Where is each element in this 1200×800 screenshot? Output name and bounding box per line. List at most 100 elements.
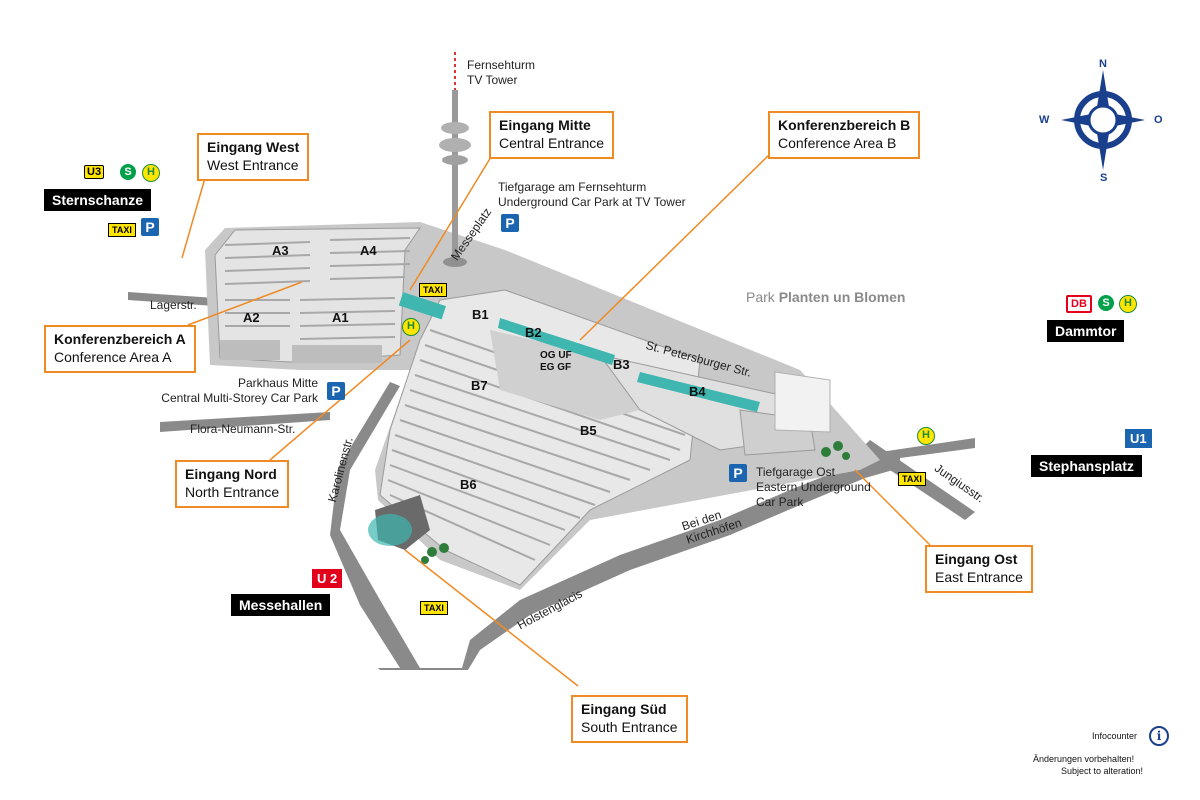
tv-tower-label: Fernsehturm TV Tower bbox=[467, 58, 535, 88]
compass-north-label: N bbox=[1099, 58, 1107, 70]
road-flora-neumann bbox=[160, 412, 330, 432]
callout-konf-b-de: Konferenzbereich B bbox=[778, 117, 911, 133]
road-holstenglacis bbox=[378, 455, 900, 670]
compass-rose-icon bbox=[1061, 70, 1145, 170]
street-lagerstr: Lagerstr. bbox=[150, 298, 197, 312]
callout-west-entrance[interactable]: Eingang West West Entrance bbox=[197, 133, 310, 181]
callout-conference-b[interactable]: Konferenzbereich B Conference Area B bbox=[768, 111, 921, 159]
leader-west bbox=[181, 177, 206, 259]
u3-line-icon: U3 bbox=[84, 165, 105, 179]
parking-icon[interactable]: P bbox=[327, 382, 345, 400]
park-planten-un-blomen-label: Park Planten un Blomen bbox=[746, 289, 905, 305]
station-messehallen[interactable]: Messehallen bbox=[231, 594, 331, 616]
parking-tv-de: Tiefgarage am Fernsehturm bbox=[498, 180, 647, 194]
station-dammtor[interactable]: Dammtor bbox=[1047, 320, 1125, 342]
infocounter-label: Infocounter bbox=[1092, 731, 1138, 741]
station-sternschanze[interactable]: Sternschanze bbox=[44, 189, 152, 211]
parking-icon[interactable]: P bbox=[501, 214, 519, 232]
callout-sued-de: Eingang Süd bbox=[581, 701, 667, 717]
road-lagerstr bbox=[128, 292, 215, 306]
s-bahn-icon: S bbox=[120, 164, 136, 180]
hall-b1-label: B1 bbox=[472, 307, 489, 322]
callout-north-entrance[interactable]: Eingang Nord North Entrance bbox=[175, 460, 290, 508]
parking-ost-en1: Eastern Underground bbox=[756, 480, 871, 494]
callout-sued-en: South Entrance bbox=[581, 718, 678, 735]
taxi-icon: TAXI bbox=[419, 283, 447, 297]
park-name: Planten un Blomen bbox=[778, 289, 906, 305]
callout-konf-b-en: Conference Area B bbox=[778, 134, 897, 151]
parking-tv-tower-label: Tiefgarage am Fernsehturm Underground Ca… bbox=[498, 180, 686, 210]
leader-sued bbox=[404, 549, 579, 687]
parking-icon: P bbox=[141, 218, 159, 236]
callout-east-entrance[interactable]: Eingang Ost East Entrance bbox=[925, 545, 1033, 593]
callout-leaders bbox=[181, 151, 931, 687]
leader-ost bbox=[854, 469, 931, 546]
bus-stop-icon: H bbox=[142, 164, 160, 182]
parking-ost-de: Tiefgarage Ost bbox=[756, 465, 835, 479]
taxi-icon: TAXI bbox=[898, 472, 926, 486]
bus-stop-icon: H bbox=[1119, 295, 1137, 313]
floor-ground-label: EG GF bbox=[540, 362, 572, 373]
hall-a3-label: A3 bbox=[272, 243, 289, 258]
tv-tower-label-en: TV Tower bbox=[467, 73, 518, 87]
hall-b4-label: B4 bbox=[689, 384, 706, 399]
park-prefix: Park bbox=[746, 289, 775, 305]
notice-de: Änderungen vorbehalten! bbox=[1033, 754, 1135, 764]
parking-ost-en2: Car Park bbox=[756, 495, 804, 509]
halls-a-block bbox=[214, 227, 421, 363]
u1-line-icon: U1 bbox=[1125, 429, 1152, 448]
parking-mitte-de: Parkhaus Mitte bbox=[237, 376, 318, 390]
hall-b6-label: B6 bbox=[460, 477, 477, 492]
tv-tower-label-de: Fernsehturm bbox=[467, 58, 536, 72]
street-flora-neumann: Flora-Neumann-Str. bbox=[190, 422, 296, 436]
callout-west-de: Eingang West bbox=[207, 139, 300, 155]
parking-tv-en: Underground Car Park at TV Tower bbox=[498, 195, 686, 209]
leader-mitte bbox=[409, 151, 495, 291]
road-east bbox=[860, 438, 975, 462]
parking-east-label: Tiefgarage Ost Eastern Underground Car P… bbox=[756, 465, 871, 510]
callout-nord-de: Eingang Nord bbox=[185, 466, 277, 482]
callout-konf-a-de: Konferenzbereich A bbox=[54, 331, 186, 347]
callout-conference-a[interactable]: Konferenzbereich A Conference Area A bbox=[44, 325, 196, 373]
compass-east-label: O bbox=[1154, 114, 1163, 126]
callout-mitte-en: Central Entrance bbox=[499, 134, 605, 151]
leader-nord bbox=[269, 339, 411, 461]
hall-b2-label: B2 bbox=[525, 325, 542, 340]
tv-tower bbox=[439, 52, 471, 267]
floor-upper-label: OG UF bbox=[540, 350, 572, 361]
bus-stop-icon: H bbox=[917, 427, 935, 445]
callout-ost-en: East Entrance bbox=[935, 568, 1023, 585]
callout-ost-de: Eingang Ost bbox=[935, 551, 1018, 567]
callout-south-entrance[interactable]: Eingang Süd South Entrance bbox=[571, 695, 688, 743]
info-icon[interactable]: i bbox=[1149, 726, 1169, 746]
parking-central-label: Parkhaus Mitte Central Multi-Storey Car … bbox=[150, 376, 318, 406]
s-bahn-icon: S bbox=[1098, 295, 1114, 311]
hall-a4-label: A4 bbox=[360, 243, 377, 258]
floor-labels: OG UF EG GF bbox=[540, 350, 572, 374]
callout-konf-a-en: Conference Area A bbox=[54, 348, 172, 365]
compass-west-label: W bbox=[1039, 114, 1050, 126]
road-karolinenstr bbox=[330, 382, 420, 668]
halls-b-block bbox=[368, 289, 831, 586]
u2-line-icon: U 2 bbox=[312, 569, 343, 588]
parking-icon[interactable]: P bbox=[729, 464, 747, 482]
notice-en: Subject to alteration! bbox=[1061, 766, 1144, 776]
taxi-icon: TAXI bbox=[108, 223, 136, 237]
hall-a2-label: A2 bbox=[243, 310, 260, 325]
trees bbox=[421, 441, 850, 564]
taxi-icon: TAXI bbox=[420, 601, 448, 615]
hall-b3-label: B3 bbox=[613, 357, 630, 372]
leader-konf-b bbox=[579, 151, 773, 341]
bus-stop-icon: H bbox=[402, 318, 420, 336]
callout-nord-en: North Entrance bbox=[185, 483, 280, 500]
hall-b7-label: B7 bbox=[471, 378, 488, 393]
callout-mitte-de: Eingang Mitte bbox=[499, 117, 591, 133]
callout-west-en: West Entrance bbox=[207, 156, 299, 173]
leader-konf-a bbox=[187, 281, 303, 326]
db-icon: DB bbox=[1066, 295, 1092, 313]
station-stephansplatz[interactable]: Stephansplatz bbox=[1031, 455, 1142, 477]
hall-b5-label: B5 bbox=[580, 423, 597, 438]
callout-central-entrance[interactable]: Eingang Mitte Central Entrance bbox=[489, 111, 615, 159]
compass-south-label: S bbox=[1100, 172, 1108, 184]
